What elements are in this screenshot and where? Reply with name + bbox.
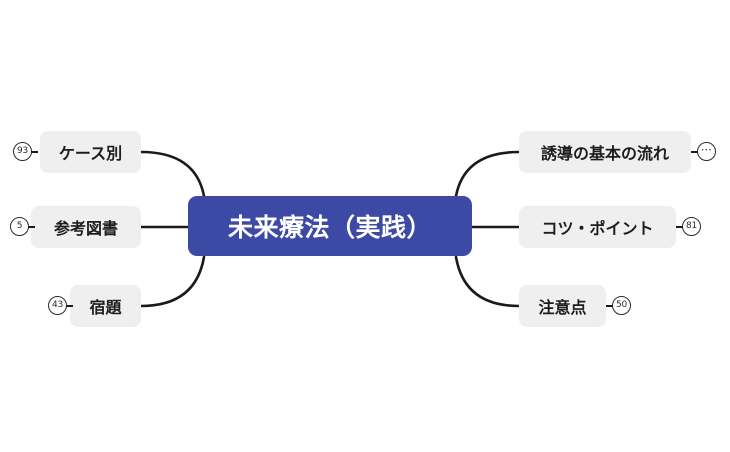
connector-flow <box>454 150 521 198</box>
badge-count-homework[interactable]: 43 <box>48 296 67 315</box>
branch-node-cautions[interactable]: 注意点 <box>519 285 606 327</box>
connector-case <box>139 150 206 198</box>
branch-node-basic-flow[interactable]: 誘導の基本の流れ <box>519 131 691 173</box>
badge-count-reference-books[interactable]: 5 <box>10 217 29 236</box>
branch-node-case[interactable]: ケース別 <box>40 131 141 173</box>
connector-note <box>454 255 521 308</box>
badge-ellipsis-basic-flow[interactable]: ⋯ <box>697 142 716 161</box>
badge-count-tips-points[interactable]: 81 <box>682 217 701 236</box>
connector-homework <box>139 255 206 308</box>
badge-count-cautions[interactable]: 50 <box>612 296 631 315</box>
branch-node-reference-books[interactable]: 参考図書 <box>31 206 141 248</box>
badge-count-case[interactable]: 93 <box>13 142 32 161</box>
branch-node-homework[interactable]: 宿題 <box>70 285 141 327</box>
root-node[interactable]: 未来療法（実践） <box>188 196 472 256</box>
branch-node-tips-points[interactable]: コツ・ポイント <box>519 206 676 248</box>
